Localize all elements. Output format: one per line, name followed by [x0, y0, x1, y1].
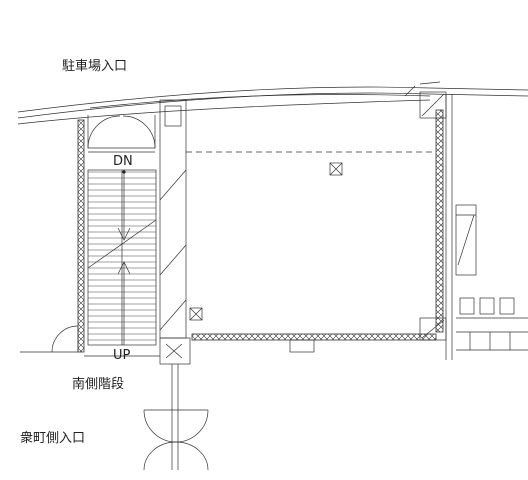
dn-label: DN [113, 154, 133, 169]
north-wall [17, 81, 528, 125]
stair-door-swing [87, 115, 156, 153]
stair-arrows [117, 170, 131, 345]
right-annex [445, 94, 528, 360]
lower-left-door [20, 325, 160, 357]
stair-frame [87, 169, 157, 346]
stair-left-wall [77, 119, 85, 353]
main-room [186, 91, 447, 353]
central-column [159, 99, 191, 365]
up-label: UP [113, 348, 131, 363]
south-entrance [143, 364, 209, 471]
south-stairs-label: 南側階段 [72, 376, 124, 392]
parking-entrance-label: 駐車場入口 [62, 59, 127, 74]
town-side-entrance-label: 衆町側入口 [20, 430, 85, 446]
